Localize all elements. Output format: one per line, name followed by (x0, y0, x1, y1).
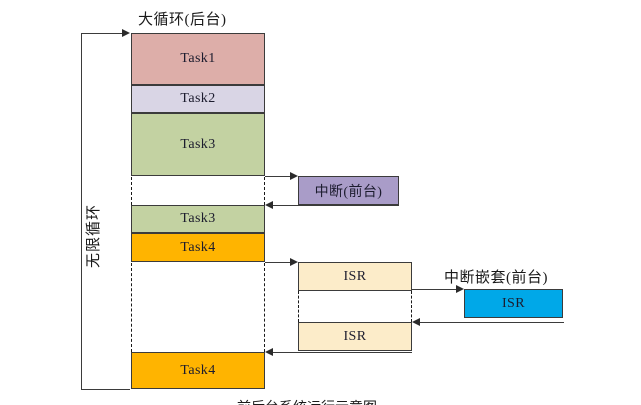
isr-block-lower: ISR (298, 322, 412, 351)
loop-bottom-arm (81, 389, 130, 390)
nested-isr-block: ISR (464, 289, 563, 318)
arrow-line-isr-to-nested (412, 289, 457, 290)
dashed-gap-right-lower (264, 263, 265, 352)
loop-top-arrowhead (122, 28, 130, 37)
loop-vertical-spine (81, 33, 82, 390)
vertical-caption-infinite-loop: 无限循环 (86, 203, 102, 268)
task-block-task4-first: Task4 (131, 233, 265, 262)
title-nested-interrupt: 中断嵌套(前台) (444, 270, 548, 286)
dashed-gap-left-upper (131, 177, 132, 205)
arrow-line-isr-to-task4 (273, 352, 412, 353)
arrow-head-isr-to-nested (456, 284, 464, 293)
arrow-line-task3-to-interrupt (265, 176, 291, 177)
task-block-task4-resumed: Task4 (131, 352, 265, 389)
arrow-line-task4-to-isr (265, 262, 291, 263)
bottom-caption: 前后台系统运行示意图 (237, 397, 377, 405)
title-main-loop: 大循环(后台) (138, 12, 227, 28)
arrow-head-interrupt-to-task3 (265, 200, 273, 209)
isr-block-upper: ISR (298, 262, 412, 291)
arrow-line-nested-to-isr (420, 322, 564, 323)
loop-top-arm (81, 33, 125, 34)
arrow-head-task3-to-interrupt (290, 171, 298, 180)
arrow-head-isr-to-task4 (265, 347, 273, 356)
dashed-gap-isr-left (298, 291, 299, 322)
dashed-gap-right-upper (264, 177, 265, 205)
task-block-task3-first: Task3 (131, 113, 265, 176)
task-block-task3-resumed: Task3 (131, 205, 265, 233)
dashed-gap-isr-right (411, 291, 412, 322)
task-block-task1: Task1 (131, 33, 265, 85)
dashed-gap-left-lower (131, 263, 132, 352)
task-block-task2: Task2 (131, 85, 265, 113)
arrow-line-interrupt-to-task3 (273, 205, 399, 206)
arrow-head-task4-to-isr (290, 257, 298, 266)
interrupt-block-main: 中断(前台) (298, 176, 399, 205)
arrow-head-nested-to-isr (412, 317, 420, 326)
